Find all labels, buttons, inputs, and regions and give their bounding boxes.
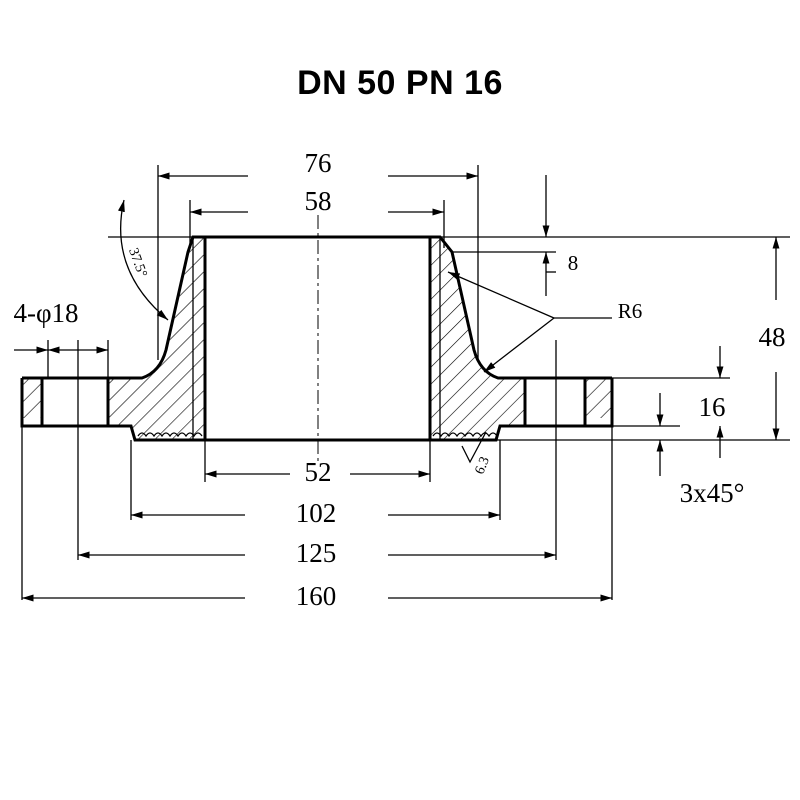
left-hub-section: [108, 237, 205, 440]
angle-37-5: 37.5°: [125, 246, 149, 279]
dimension-labels: 76 58 8 R6 48 16 3x45° 52 102 125 160 4-…: [13, 148, 785, 611]
dim-125: 125: [296, 538, 337, 568]
right-hub-section: [430, 237, 525, 440]
roughness-6-3: 6.3: [473, 455, 493, 477]
dimension-arrows: [14, 172, 780, 602]
dim-52: 52: [305, 457, 332, 487]
drawing-title: DN 50 PN 16: [297, 64, 503, 102]
right-flange-section: [585, 378, 612, 418]
dim-76: 76: [305, 148, 332, 178]
dim-16: 16: [699, 392, 726, 422]
dim-8: 8: [568, 251, 579, 275]
chamfer-3x45: 3x45°: [680, 478, 745, 508]
dim-102: 102: [296, 498, 337, 528]
bolt-hole-spec: 4-φ18: [13, 298, 78, 328]
dim-48: 48: [759, 322, 786, 352]
dim-58: 58: [305, 186, 332, 216]
radius-r6: R6: [618, 299, 643, 323]
left-flange-section: [22, 378, 42, 418]
dim-160: 160: [296, 581, 337, 611]
